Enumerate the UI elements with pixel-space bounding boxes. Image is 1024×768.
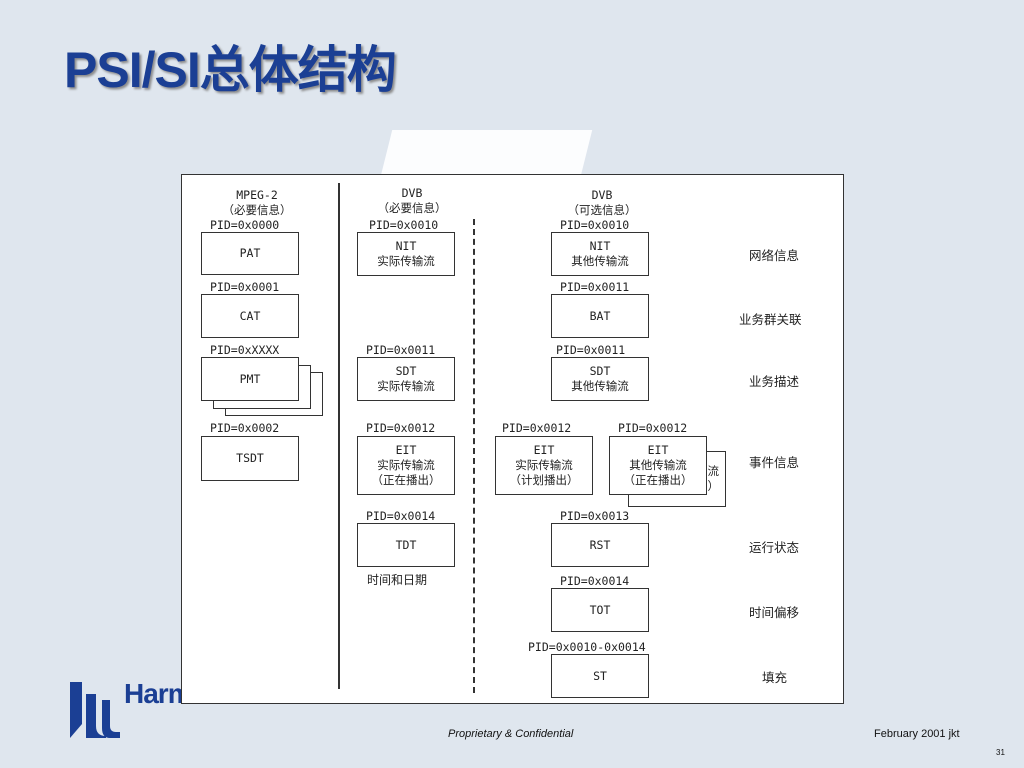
- desc-running-status: 运行状态: [749, 540, 800, 555]
- tsdt-pid: PID=0x0002: [210, 421, 280, 435]
- rst-pid: PID=0x0013: [560, 509, 630, 523]
- pmt-box: PMT: [201, 357, 299, 401]
- bat-box: BAT: [551, 294, 649, 338]
- footer-date: February 2001 jkt: [874, 728, 960, 740]
- page-number: 31: [996, 748, 1005, 757]
- eit-actual-pid: PID=0x0012: [366, 421, 436, 435]
- separator-solid: [338, 183, 340, 689]
- sdt-actual-pid: PID=0x0011: [366, 343, 436, 357]
- tdt-pid: PID=0x0014: [366, 509, 436, 523]
- cat-box: CAT: [201, 294, 299, 338]
- slide-title: PSI/SI总体结构: [64, 42, 397, 98]
- st-pid: PID=0x0010-0x0014: [528, 640, 646, 654]
- harmonic-logo-icon: [70, 682, 120, 738]
- tot-pid: PID=0x0014: [560, 574, 630, 588]
- tdt-box: TDT: [357, 523, 455, 567]
- desc-time-offset: 时间偏移: [749, 605, 800, 620]
- dvb-required-header: DVB（必要信息）: [377, 186, 447, 215]
- desc-service: 业务描述: [749, 374, 800, 389]
- desc-stuffing: 填充: [762, 670, 788, 685]
- background-highlight: [379, 130, 593, 180]
- tdt-caption: 时间和日期: [367, 573, 428, 587]
- sdt-other-pid: PID=0x0011: [556, 343, 626, 357]
- cat-pid: PID=0x0001: [210, 280, 280, 294]
- eit-schedule-pid: PID=0x0012: [502, 421, 572, 435]
- psi-si-diagram: MPEG-2（必要信息） DVB（必要信息） DVB（可选信息） PID=0x0…: [181, 174, 844, 704]
- tot-box: TOT: [551, 588, 649, 632]
- desc-bouquet: 业务群关联: [739, 312, 802, 327]
- pat-box: PAT: [201, 232, 299, 275]
- nit-other-pid: PID=0x0010: [560, 218, 630, 232]
- mpeg-column-header: MPEG-2（必要信息）: [222, 188, 292, 217]
- rst-box: RST: [551, 523, 649, 567]
- desc-network-info: 网络信息: [749, 248, 800, 263]
- st-box: ST: [551, 654, 649, 698]
- eit-other-pid: PID=0x0012: [618, 421, 688, 435]
- footer-confidential: Proprietary & Confidential: [448, 728, 574, 740]
- dvb-optional-header: DVB（可选信息）: [567, 188, 637, 217]
- pat-pid: PID=0x0000: [210, 218, 280, 232]
- desc-event: 事件信息: [749, 455, 800, 470]
- separator-dashed: [473, 219, 475, 693]
- pmt-pid: PID=0xXXXX: [210, 343, 280, 357]
- bat-pid: PID=0x0011: [560, 280, 630, 294]
- tsdt-box: TSDT: [201, 436, 299, 481]
- nit-actual-pid: PID=0x0010: [369, 218, 439, 232]
